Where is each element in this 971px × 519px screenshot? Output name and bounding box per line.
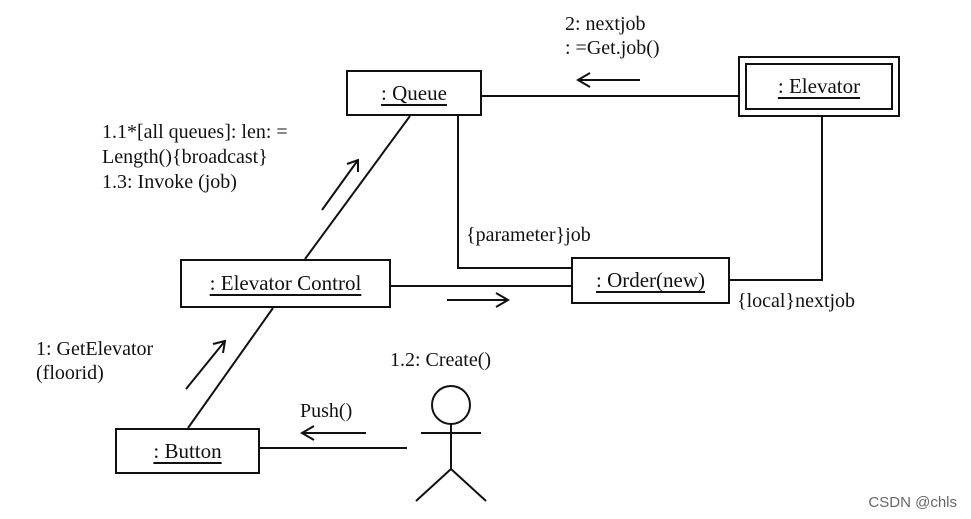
order-label: : Order(new) <box>595 268 706 292</box>
nextjob-message: 2: nextjob : =Get.job() <box>565 12 660 60</box>
broadcast-message: 1.1*[all queues]: len: = Length(){broadc… <box>102 120 288 195</box>
nextjob-line1: 2: nextjob <box>565 13 646 35</box>
button-object[interactable]: : Button <box>115 428 260 474</box>
arrow-nextjob <box>576 72 640 88</box>
get-elevator-line1: 1: GetElevator <box>36 338 154 360</box>
elevator-label: : Elevator <box>777 74 861 98</box>
push-message: Push() <box>300 400 353 422</box>
button-label: : Button <box>153 438 222 463</box>
arrow-push <box>300 425 366 441</box>
parameter-job-label: {parameter}job <box>466 224 591 246</box>
arrow-get-elevator <box>185 339 227 390</box>
elevator-control-label: : Elevator Control <box>209 271 362 295</box>
local-nextjob-label: {local}nextjob <box>737 290 856 312</box>
get-elevator-message: 1: GetElevator (floorid) <box>36 337 153 385</box>
elevator-object[interactable]: : Elevator <box>738 56 900 117</box>
broadcast-line1: 1.1*[all queues]: len: = <box>102 121 288 143</box>
link-elevator-control-button <box>187 307 274 429</box>
link-queue-order <box>457 116 571 269</box>
get-elevator-line2: (floorid) <box>36 362 104 384</box>
queue-label: : Queue <box>381 80 447 105</box>
watermark: CSDN @chls <box>868 494 957 511</box>
invoke-line: 1.3: Invoke (job) <box>102 171 237 193</box>
elevator-inner-frame: : Elevator <box>745 63 893 110</box>
elevator-control-object[interactable]: : Elevator Control <box>180 259 391 308</box>
queue-object[interactable]: : Queue <box>346 70 482 116</box>
create-message: 1.2: Create() <box>390 349 492 371</box>
nextjob-line2: : =Get.job() <box>565 37 660 59</box>
broadcast-line2: Length(){broadcast} <box>102 146 268 168</box>
arrow-broadcast <box>321 158 359 211</box>
link-elevator-order <box>730 117 823 281</box>
arrow-order-create <box>447 292 510 308</box>
order-object[interactable]: : Order(new) <box>571 257 730 304</box>
link-queue-elevator-control <box>304 115 411 260</box>
actor-user <box>415 385 487 502</box>
